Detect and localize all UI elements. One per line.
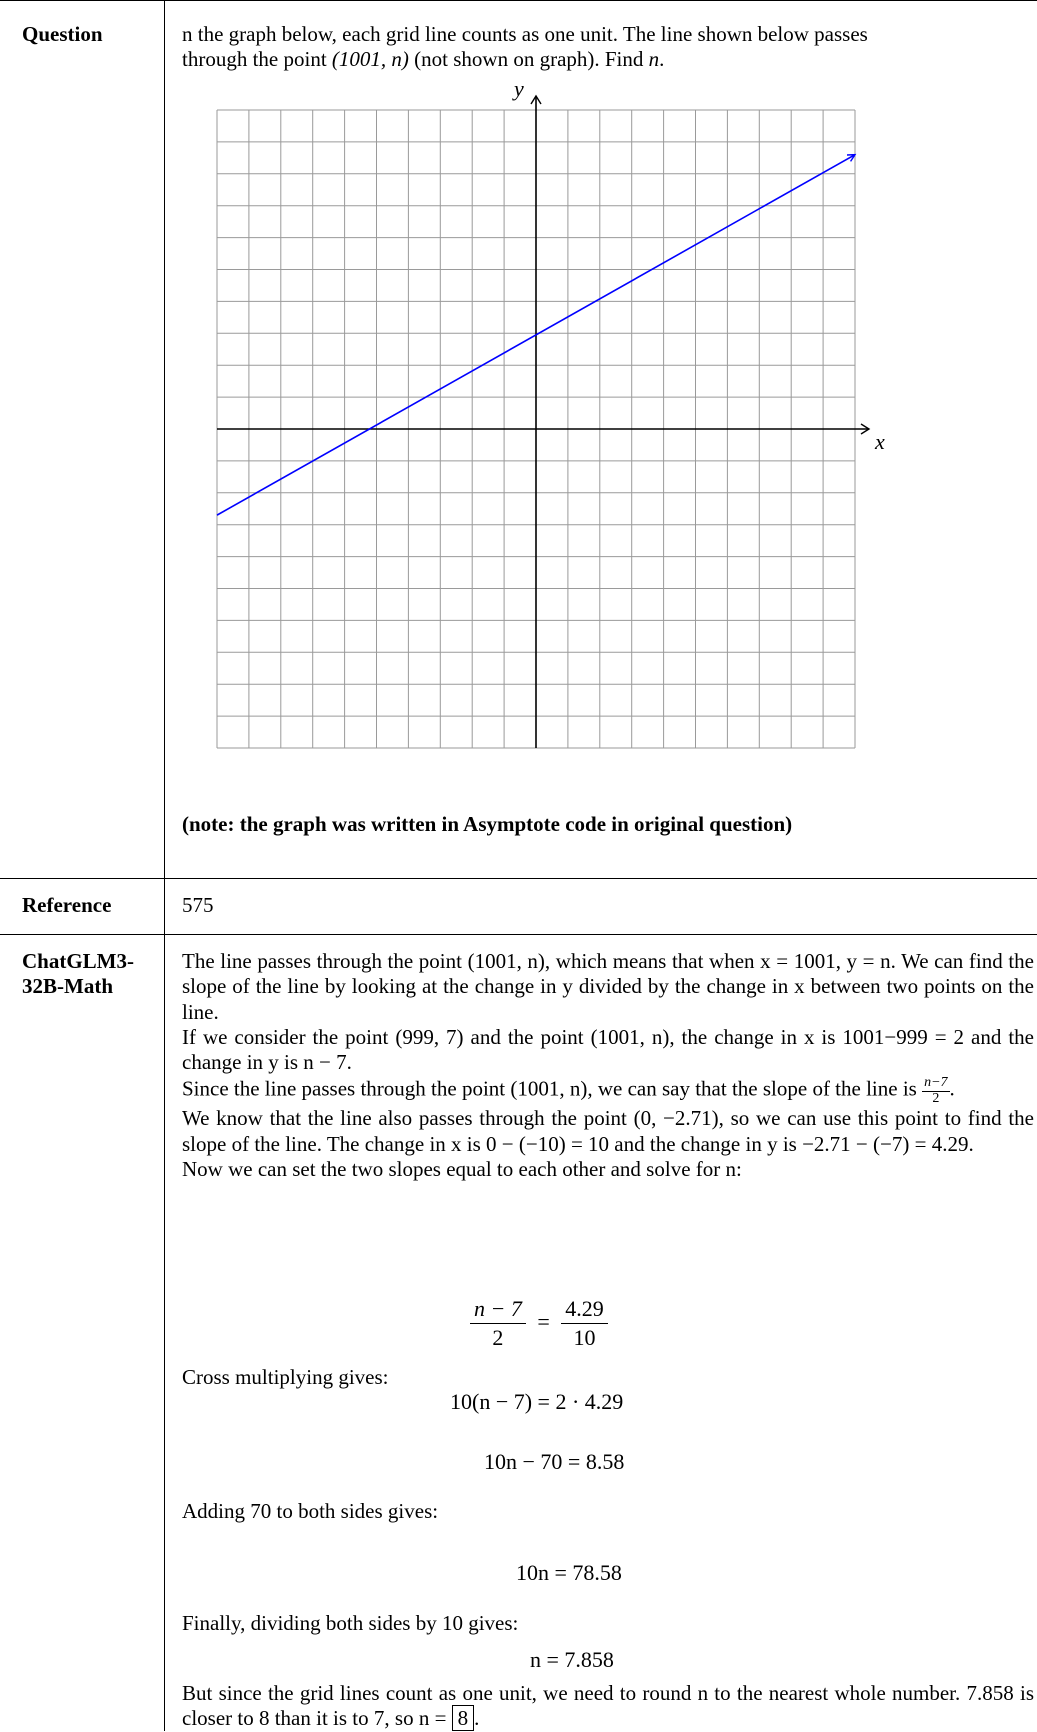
q-var: n bbox=[648, 47, 660, 72]
reference-value: 575 bbox=[182, 893, 214, 917]
equation-3: 10n − 70 = 8.58 bbox=[484, 1449, 625, 1474]
answer-p4: We know that the line also passes throug… bbox=[182, 1106, 1034, 1156]
x-axis-label: x bbox=[874, 429, 885, 454]
reference-label: Reference bbox=[22, 893, 112, 917]
table-top-rule bbox=[0, 0, 1037, 1]
q-text-a: through the point bbox=[182, 47, 332, 72]
eq1-equals: = bbox=[537, 1308, 550, 1334]
row-divider bbox=[0, 934, 1037, 935]
model-label-line-1: ChatGLM3- bbox=[22, 949, 134, 973]
answer-p3: Since the line passes through the point … bbox=[182, 1075, 955, 1107]
answer-p5: Now we can set the two slopes equal to e… bbox=[182, 1157, 742, 1182]
question-line-2: through the point (1001, n) (not shown o… bbox=[182, 47, 1034, 72]
slope-fraction-num: n−7 bbox=[922, 1075, 950, 1093]
answer-p6: Cross multiplying gives: bbox=[182, 1365, 389, 1389]
question-label: Question bbox=[22, 22, 103, 46]
question-note: (note: the graph was written in Asymptot… bbox=[182, 812, 793, 836]
row-divider bbox=[0, 878, 1037, 879]
eq1-right-den: 10 bbox=[573, 1325, 596, 1350]
answer-p9-end: . bbox=[474, 1706, 480, 1731]
question-text: n the graph below, each grid line counts… bbox=[182, 22, 1034, 73]
series-line bbox=[216, 153, 856, 516]
eq1-left-num: n − 7 bbox=[470, 1295, 526, 1324]
coordinate-graph: y x bbox=[216, 80, 885, 749]
series-arrow bbox=[846, 153, 857, 162]
answer-p7: Adding 70 to both sides gives: bbox=[182, 1499, 439, 1523]
x-axis-arrow bbox=[860, 423, 871, 435]
q-text-b: (not shown on graph). Find bbox=[408, 47, 649, 72]
answer-p2: If we consider the point (999, 7) and th… bbox=[182, 1024, 1034, 1075]
y-axis-arrow bbox=[530, 94, 542, 105]
equation-5: n = 7.858 bbox=[530, 1647, 614, 1672]
final-answer-box: 8 bbox=[451, 1705, 475, 1732]
model-answer: The line passes through the point (1001,… bbox=[182, 949, 1034, 1182]
answer-p9-text: But since the grid lines count as one un… bbox=[182, 1681, 1034, 1731]
equation-2: 10(n − 7) = 2 · 4.29 bbox=[450, 1389, 624, 1414]
model-label-line-2: 32B-Math bbox=[22, 974, 113, 998]
series-lines bbox=[216, 153, 857, 516]
answer-p8: Finally, dividing both sides by 10 gives… bbox=[182, 1611, 519, 1635]
model-label: ChatGLM3- 32B-Math bbox=[22, 949, 134, 999]
equation-4: 10n = 78.58 bbox=[516, 1560, 622, 1585]
y-axis-label: y bbox=[512, 80, 524, 101]
axes bbox=[217, 94, 871, 748]
answer-p3-text: Since the line passes through the point … bbox=[182, 1076, 917, 1101]
question-line-1: n the graph below, each grid line counts… bbox=[182, 22, 868, 46]
column-divider bbox=[164, 0, 165, 1731]
answer-p1: The line passes through the point (1001,… bbox=[182, 949, 1034, 1024]
eq1-left-den: 2 bbox=[492, 1325, 504, 1350]
q-point: (1001, n) bbox=[331, 47, 409, 72]
answer-p9: But since the grid lines count as one un… bbox=[182, 1681, 1034, 1732]
q-end: . bbox=[659, 47, 665, 72]
slope-fraction-den: 2 bbox=[932, 1091, 940, 1107]
eq1-right-num: 4.29 bbox=[561, 1295, 608, 1324]
